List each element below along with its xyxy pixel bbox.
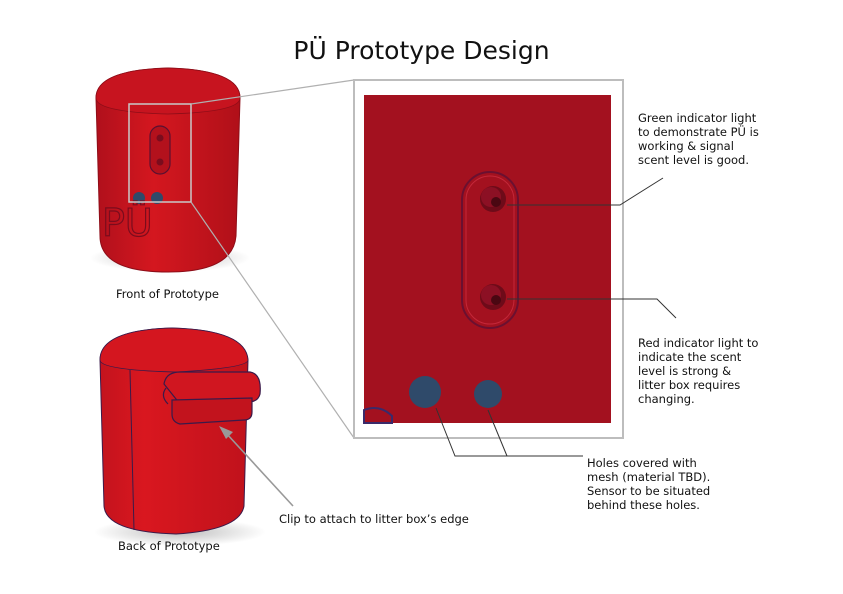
back-caption: Back of Prototype xyxy=(118,539,220,553)
holes-callout: Holes covered with mesh (material TBD). … xyxy=(587,456,711,512)
clip-arrow xyxy=(219,426,294,507)
front-caption: Front of Prototype xyxy=(116,287,219,301)
back-prototype xyxy=(94,327,266,546)
clip-caption: Clip to attach to litter box’s edge xyxy=(279,512,469,526)
page-title: PÜ Prototype Design xyxy=(293,36,550,65)
sensor-hole xyxy=(409,376,441,408)
red-light-callout: Red indicator light to indicate the scen… xyxy=(638,336,759,406)
green-light-callout: Green indicator light to demonstrate PÜ … xyxy=(638,111,759,167)
callout-lines xyxy=(435,177,677,457)
clip xyxy=(163,371,261,405)
pu-logo: PÜ xyxy=(102,201,153,245)
sensor-hole xyxy=(474,380,502,408)
zoom-source-box xyxy=(128,103,192,203)
zoomed-front-panel xyxy=(353,79,624,439)
